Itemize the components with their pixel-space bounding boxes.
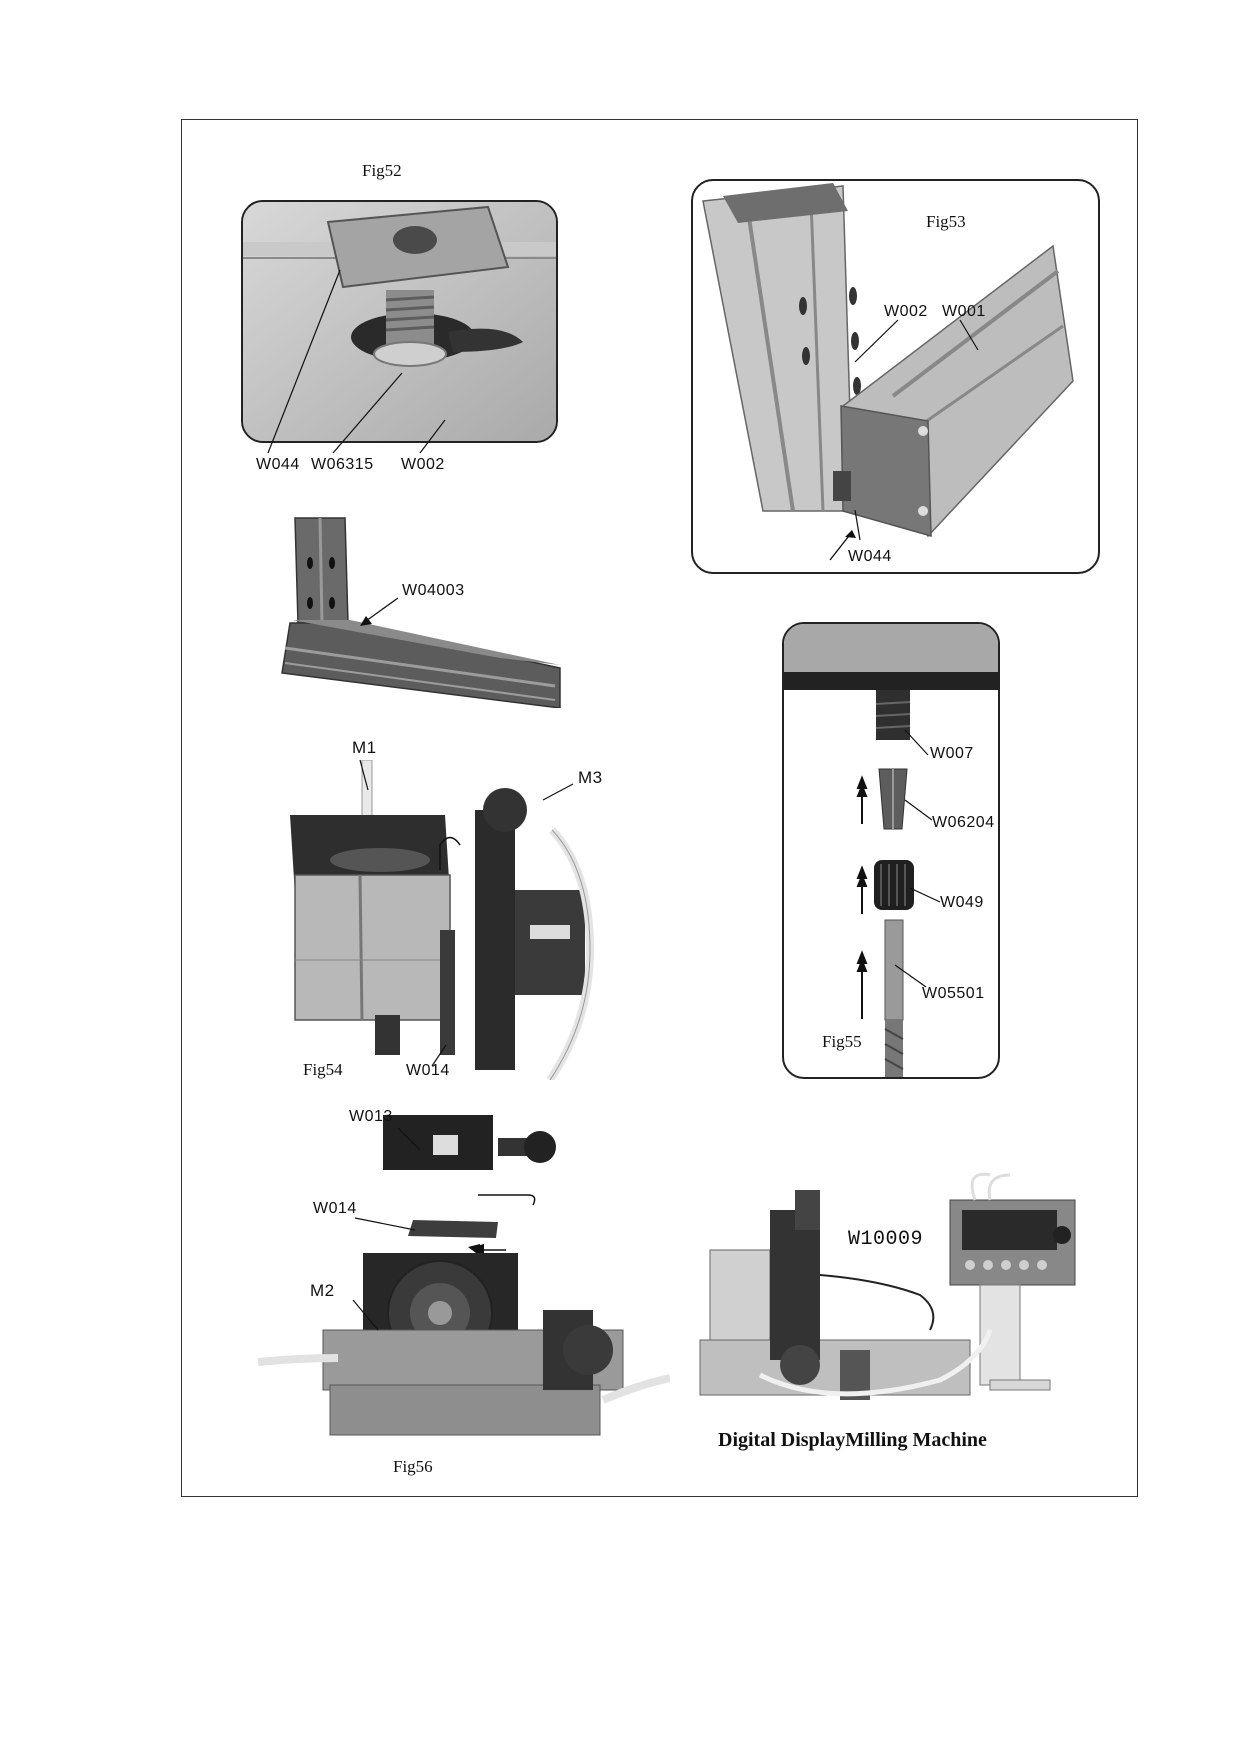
fig55-label-w049: W049: [940, 894, 984, 911]
machine-photo: [690, 1170, 1090, 1400]
fig56-title: Fig56: [393, 1457, 433, 1476]
page-frame: [181, 119, 1138, 1497]
fig53-label-w044: W044: [848, 548, 892, 565]
fig54-title: Fig54: [303, 1060, 343, 1079]
fig55-label-w06204: W06204: [932, 814, 995, 831]
fig54-label-m1: M1: [352, 738, 377, 757]
fig52-label-w06315: W06315: [311, 456, 374, 473]
w04003-photo: [270, 508, 570, 708]
fig53-photo: [691, 179, 1100, 574]
fig56-photo: [258, 1110, 670, 1440]
fig56-label-w013: W013: [349, 1108, 393, 1125]
fig52-label-w044: W044: [256, 456, 300, 473]
fig55-title: Fig55: [822, 1032, 862, 1051]
machine-caption: Digital DisplayMilling Machine: [718, 1429, 987, 1451]
fig52-label-w002: W002: [401, 456, 445, 473]
fig55-label-w007: W007: [930, 745, 974, 762]
fig53-title: Fig53: [926, 212, 966, 231]
machine-label-w10009: W10009: [848, 1228, 924, 1251]
fig53-label-w002: W002: [884, 303, 928, 320]
fig55-label-w05501: W05501: [922, 985, 985, 1002]
fig53-label-w001: W001: [942, 303, 986, 320]
fig52-title: Fig52: [362, 161, 402, 180]
fig56-label-w014: W014: [313, 1200, 357, 1217]
w04003-label: W04003: [402, 582, 465, 599]
fig55-photo: [782, 622, 1000, 1079]
fig54-photo: [290, 760, 620, 1080]
fig54-label-m3: M3: [578, 768, 603, 787]
fig52-photo: [241, 200, 558, 443]
fig56-label-m2: M2: [310, 1281, 335, 1300]
fig54-label-w014: W014: [406, 1062, 450, 1079]
